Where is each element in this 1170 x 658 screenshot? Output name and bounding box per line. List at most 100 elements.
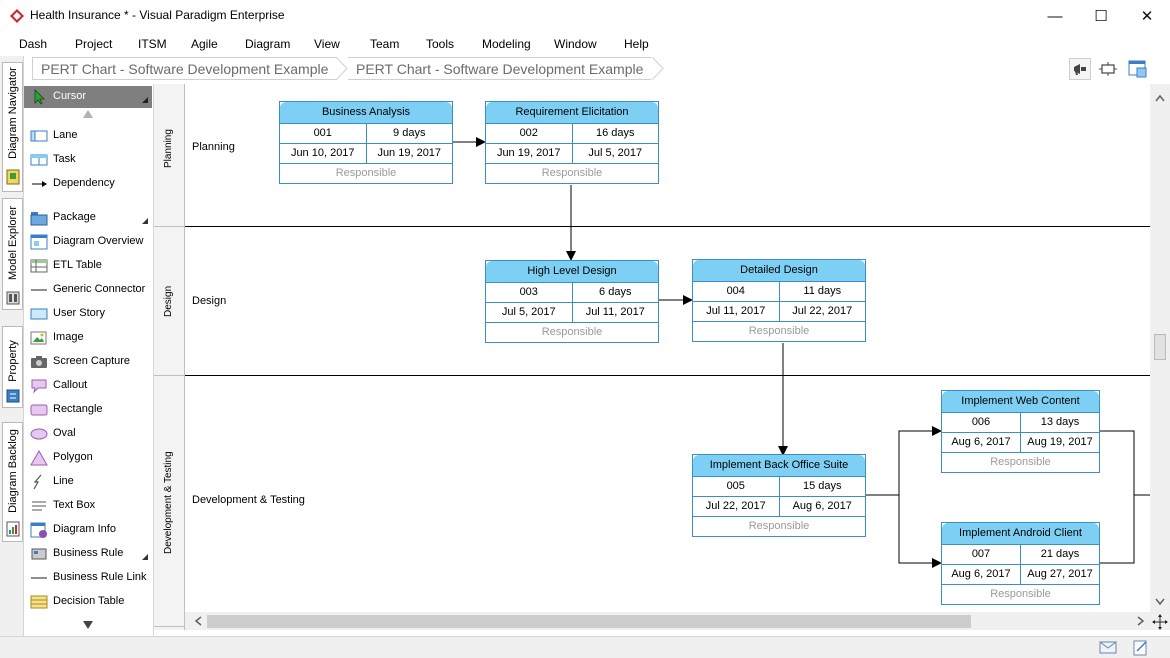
generic-connector-icon: [31, 289, 47, 291]
menu-team[interactable]: Team: [370, 37, 400, 51]
lane-header-divider: [154, 626, 185, 627]
palette-item-cursor[interactable]: Cursor: [24, 86, 152, 108]
diagram-specification-button[interactable]: [1127, 58, 1149, 80]
task-title: Implement Android Client: [942, 523, 1099, 545]
fit-diagram-button[interactable]: [1097, 58, 1119, 80]
notes-edit-icon[interactable]: [1133, 639, 1149, 656]
task-end-date: Aug 6, 2017: [778, 497, 866, 516]
palette-label: Package: [53, 211, 96, 223]
pan-move-icon[interactable]: [1152, 614, 1168, 630]
palette-label: Business Rule Link: [53, 571, 147, 583]
palette-item-line[interactable]: Line: [24, 471, 152, 493]
dependency-006-next[interactable]: [1100, 430, 1150, 496]
palette-item-business-rule[interactable]: Business Rule: [24, 543, 152, 565]
maximize-button[interactable]: ☐: [1078, 0, 1124, 32]
dependency-icon: [32, 181, 47, 187]
breadcrumb-item[interactable]: PERT Chart - Software Development Exampl…: [32, 57, 337, 80]
task-start-date: Jul 22, 2017: [705, 500, 766, 512]
breadcrumb-separator-icon: [652, 57, 664, 80]
palette-item-user-story[interactable]: User Story: [24, 303, 152, 325]
dependency-007-next[interactable]: [1100, 495, 1135, 564]
palette-label: Text Box: [53, 499, 96, 511]
task-id: 005: [726, 480, 745, 492]
menu-dash[interactable]: Dash: [19, 37, 48, 51]
tab-model-explorer[interactable]: Model Explorer: [2, 198, 23, 310]
palette-label: User Story: [53, 307, 105, 319]
palette-label: Business Rule: [53, 547, 124, 559]
palette-item-dependency[interactable]: Dependency: [24, 173, 152, 195]
lane-header-divider: [154, 226, 185, 227]
scroll-right-arrow-icon[interactable]: [1137, 616, 1145, 626]
tab-property[interactable]: Property: [2, 326, 23, 408]
dependency-005-006[interactable]: [866, 426, 942, 496]
menu-modeling[interactable]: Modeling: [482, 37, 531, 51]
minimize-button[interactable]: —: [1032, 0, 1078, 32]
palette-item-rectangle[interactable]: Rectangle: [24, 399, 152, 421]
palette-item-image[interactable]: Image: [24, 327, 152, 349]
decision-table-icon: [30, 595, 48, 609]
app-logo-icon: [10, 9, 24, 23]
palette-item-etl-table[interactable]: ETL Table: [24, 255, 152, 277]
menu-tools[interactable]: Tools: [426, 37, 455, 51]
menu-help[interactable]: Help: [624, 37, 649, 51]
dependency-005-007[interactable]: [866, 494, 942, 568]
menu-project[interactable]: Project: [75, 37, 113, 51]
more-tools-icon[interactable]: [142, 97, 148, 103]
task-end-date: Jul 5, 2017: [571, 144, 659, 163]
scroll-up-icon[interactable]: [83, 110, 93, 118]
task-start-date: Jun 10, 2017: [290, 147, 355, 159]
tab-diagram-navigator[interactable]: Diagram Navigator: [2, 62, 23, 192]
palette-item-polygon[interactable]: Polygon: [24, 447, 152, 469]
palette-item-diagram-info[interactable]: Diagram Info: [24, 519, 152, 541]
menu-window[interactable]: Window: [554, 37, 597, 51]
palette-item-task[interactable]: Task: [24, 149, 152, 171]
scroll-left-arrow-icon[interactable]: [194, 616, 202, 626]
line-icon: [33, 474, 42, 490]
vertical-scrollbar[interactable]: [1150, 84, 1170, 630]
mail-icon[interactable]: [1099, 641, 1117, 654]
palette-item-business-rule-link[interactable]: Business Rule Link: [24, 567, 152, 589]
more-tools-icon[interactable]: [142, 218, 148, 224]
palette-item-diagram-overview[interactable]: Diagram Overview: [24, 231, 152, 253]
menu-agile[interactable]: Agile: [191, 37, 218, 51]
palette-item-callout[interactable]: Callout: [24, 375, 152, 397]
scroll-down-icon[interactable]: [83, 621, 93, 629]
palette-item-package[interactable]: Package: [24, 207, 152, 229]
horizontal-scroll-thumb[interactable]: [207, 615, 971, 628]
palette-item-generic-connector[interactable]: Generic Connector: [24, 279, 152, 301]
breadcrumb-item[interactable]: PERT Chart - Software Development Exampl…: [348, 57, 652, 80]
palette-label: Decision Table: [53, 595, 125, 607]
scroll-down-arrow-icon[interactable]: [1155, 598, 1165, 606]
vertical-scroll-thumb[interactable]: [1154, 334, 1166, 360]
announcement-button[interactable]: [1069, 58, 1091, 80]
task-title: Requirement Elicitation: [486, 102, 658, 124]
palette-item-oval[interactable]: Oval: [24, 423, 152, 445]
task-duration: 21 days: [1020, 545, 1099, 564]
task-id: 006: [971, 416, 991, 428]
task-id: 003: [519, 286, 538, 298]
menu-diagram[interactable]: Diagram: [245, 37, 291, 51]
breadcrumb-separator-icon: [336, 57, 348, 80]
palette-item-lane[interactable]: Lane: [24, 125, 152, 147]
more-tools-icon[interactable]: [142, 554, 148, 560]
palette-item-text-box[interactable]: Text Box: [24, 495, 152, 517]
window-title: Health Insurance * - Visual Paradigm Ent…: [30, 8, 285, 22]
menu-view[interactable]: View: [314, 37, 340, 51]
menu-itsm[interactable]: ITSM: [138, 37, 167, 51]
palette-item-screen-capture[interactable]: Screen Capture: [24, 351, 152, 373]
palette-label: Dependency: [53, 177, 115, 189]
tab-diagram-backlog[interactable]: Diagram Backlog: [2, 422, 23, 542]
diagram-panel-icon: [1128, 60, 1147, 78]
scroll-up-arrow-icon[interactable]: [1155, 94, 1165, 102]
palette-item-decision-table[interactable]: Decision Table: [24, 591, 152, 613]
close-button[interactable]: ✕: [1124, 0, 1170, 32]
task-responsible: Responsible: [748, 520, 810, 532]
